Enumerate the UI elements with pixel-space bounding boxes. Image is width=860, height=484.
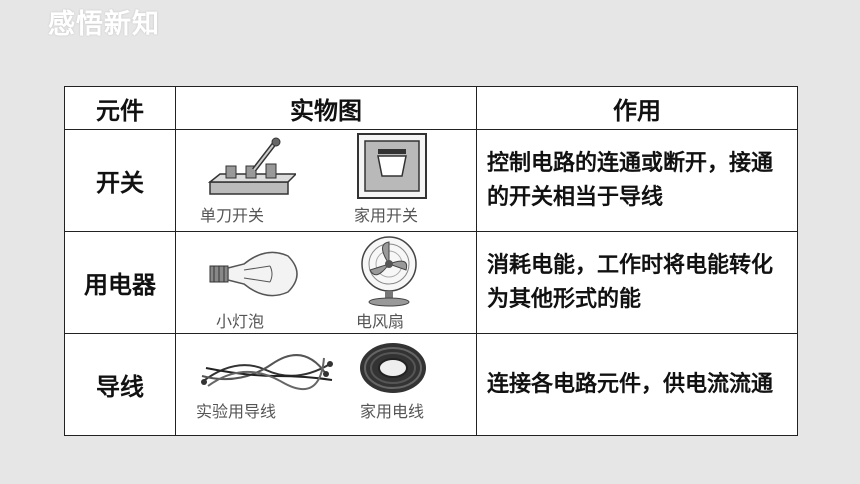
knife-switch-icon — [207, 137, 296, 195]
electric-fan-icon — [361, 236, 417, 307]
function-text: 消耗电能，工作时将电能转化为其他形式的能 — [476, 231, 798, 334]
components-table: 元件 实物图 作用 开关 单刀开关 — [64, 86, 798, 436]
component-name: 导线 — [64, 333, 176, 436]
picture-cell: 单刀开关 家用开关 — [175, 129, 477, 232]
light-bulb-icon — [209, 251, 298, 297]
header-picture: 实物图 — [175, 86, 477, 130]
header-component: 元件 — [64, 86, 176, 130]
wall-switch-icon — [357, 133, 427, 199]
caption-knife-switch: 单刀开关 — [200, 206, 265, 225]
caption-wall-switch: 家用开关 — [354, 206, 419, 225]
component-name: 开关 — [64, 129, 176, 232]
header-function: 作用 — [476, 86, 798, 130]
picture-cell: 实验用导线 家用电线 — [175, 333, 477, 436]
component-name: 用电器 — [64, 231, 176, 334]
caption-electric-fan: 电风扇 — [356, 312, 405, 331]
function-text: 控制电路的连通或断开，接通的开关相当于导线 — [476, 129, 798, 232]
picture-cell: 小灯泡 电风扇 — [175, 231, 477, 334]
caption-lab-wires: 实验用导线 — [196, 402, 277, 421]
table-header-row: 元件 实物图 作用 — [64, 86, 798, 130]
table-row: 导线 实验用导线 家用电线 — [64, 333, 798, 436]
function-text: 连接各电路元件，供电流流通 — [476, 333, 798, 436]
caption-light-bulb: 小灯泡 — [216, 312, 265, 331]
wire-coil-icon — [360, 343, 426, 393]
slide-title: 感悟新知 — [48, 9, 160, 40]
table-row: 开关 单刀开关 — [64, 129, 798, 232]
lab-wires-icon — [201, 354, 333, 391]
table-row: 用电器 小灯泡 — [64, 231, 798, 334]
caption-wire-coil: 家用电线 — [360, 402, 425, 421]
